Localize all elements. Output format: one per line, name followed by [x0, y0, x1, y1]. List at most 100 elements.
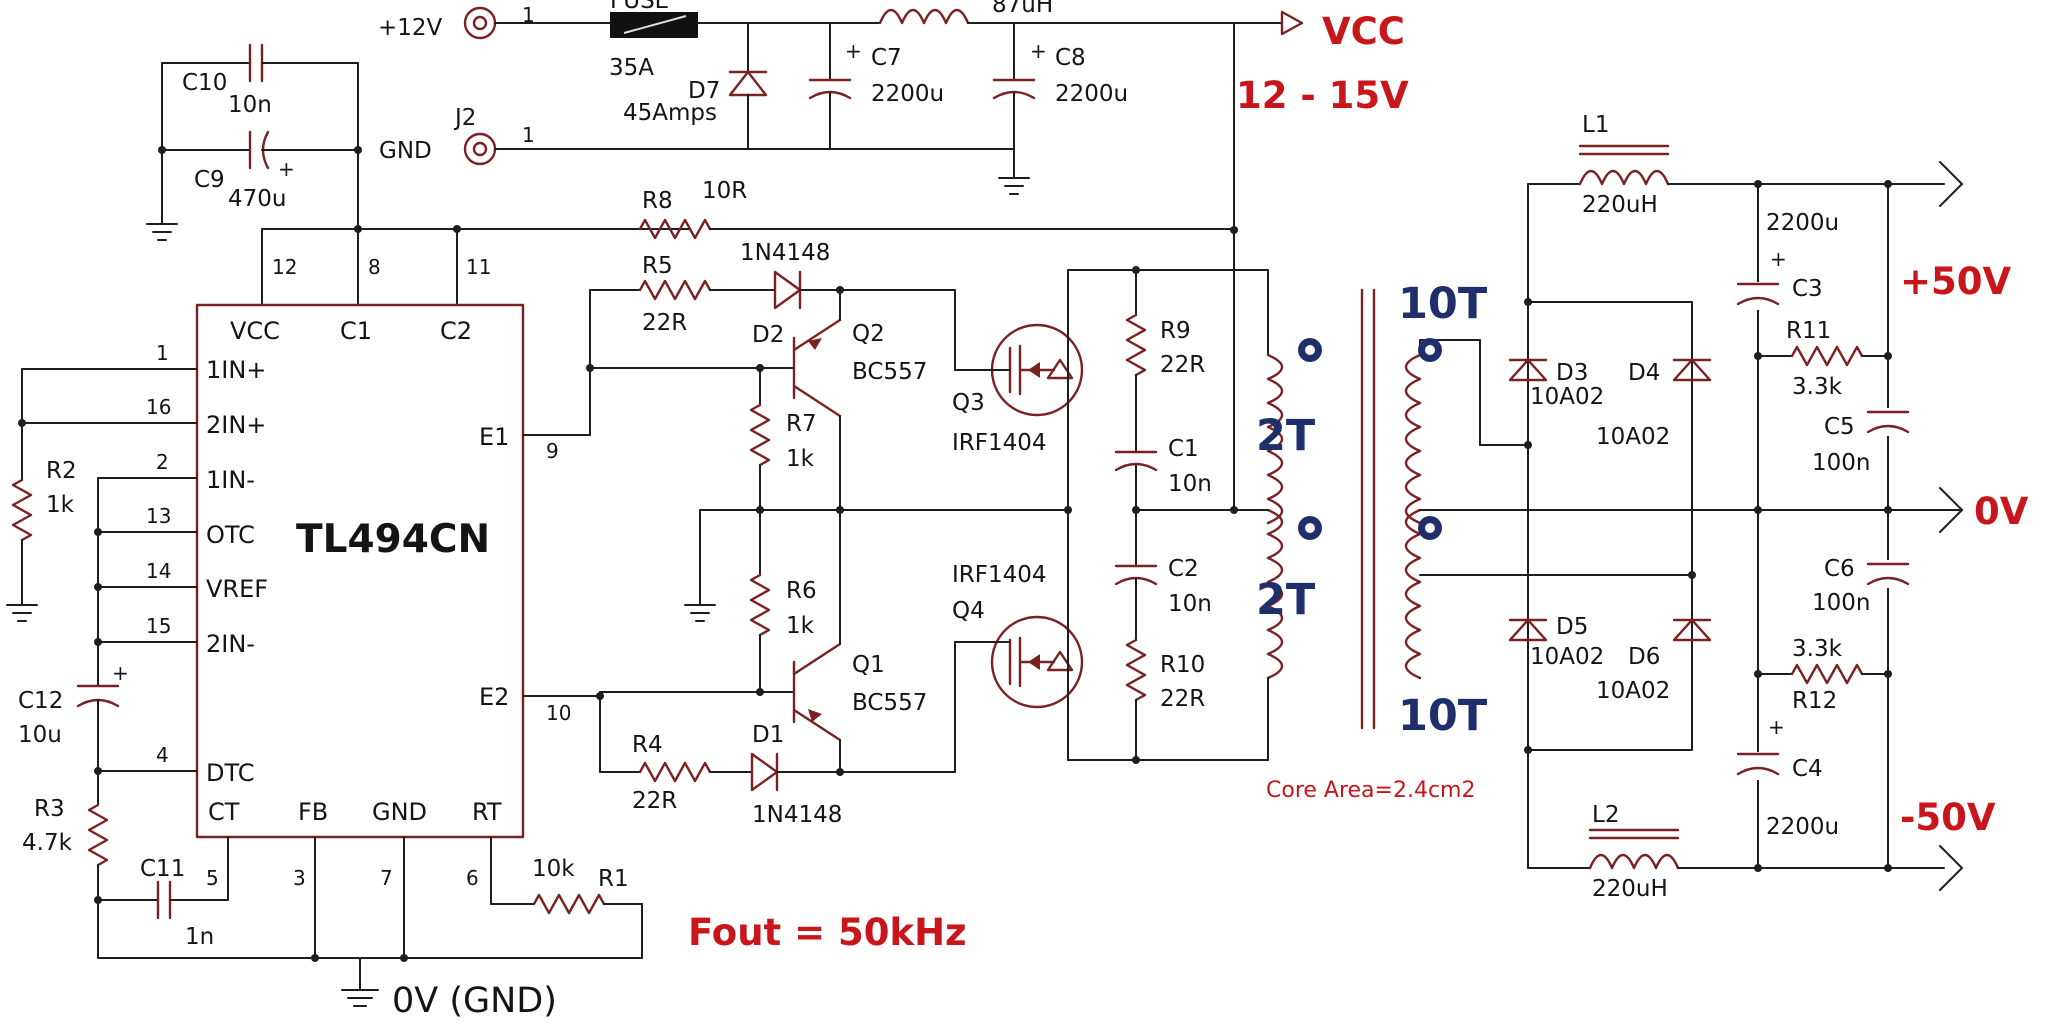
- r2-value: 1k: [46, 492, 75, 518]
- c8-value: 2200u: [1055, 81, 1128, 107]
- junction-r11-l: [1754, 352, 1762, 360]
- junction-mosfet-src: [1064, 506, 1072, 514]
- c4-value: 2200u: [1766, 814, 1839, 840]
- r6-body: [749, 573, 771, 637]
- junction-otc: [94, 528, 102, 536]
- input-section: +12V GND J2 1 1 FUSE 35A 87uH VCC 12 - 1…: [378, 0, 1409, 511]
- q2-value: BC557: [852, 359, 927, 385]
- ic-pin-dtc: DTC: [206, 759, 255, 787]
- r4-label: R4: [632, 732, 663, 758]
- ic-name: TL494CN: [296, 517, 490, 562]
- r12-value: 3.3k: [1792, 636, 1843, 662]
- c2-label: C2: [1168, 556, 1199, 582]
- r4-value: 22R: [632, 788, 677, 814]
- r12-label: R12: [1792, 688, 1837, 714]
- r6-value: 1k: [786, 613, 815, 639]
- j2-pin: 1: [522, 123, 535, 147]
- r8-body: [638, 218, 712, 240]
- pin2-num: 2: [156, 450, 169, 474]
- junction-b4: [1688, 571, 1696, 579]
- junction-right-bot: [1884, 864, 1892, 872]
- pin7-num: 7: [380, 866, 393, 890]
- c12-label: C12: [18, 688, 63, 714]
- q4-circle: [990, 615, 1084, 709]
- junction-d1: [836, 768, 844, 776]
- turns-sec-top: 10T: [1398, 279, 1488, 329]
- j1-pin: 1: [522, 3, 535, 27]
- r5-value: 22R: [642, 310, 687, 336]
- ic-section: C10 10n + C9 470u R8 10R VCC C1 C2 12 8: [6, 43, 1235, 1021]
- c10-value: 10n: [228, 92, 272, 118]
- j1-connector-core: [472, 15, 488, 31]
- q4-value: IRF1404: [952, 562, 1047, 588]
- secondary-bottom-winding: [1404, 508, 1422, 680]
- pin3-num: 3: [293, 866, 306, 890]
- r7-value: 1k: [786, 446, 815, 472]
- ic-pin-c1: C1: [340, 317, 372, 345]
- turns-sec-bot: 10T: [1398, 691, 1488, 741]
- ic-pin-fb: FB: [298, 798, 328, 826]
- fout-label: Fout = 50kHz: [688, 911, 967, 954]
- pin14-num: 14: [146, 559, 171, 583]
- r3-label: R3: [34, 796, 65, 822]
- fuse-element: [623, 15, 687, 34]
- pin13-num: 13: [146, 504, 171, 528]
- l2-coil: [1588, 853, 1680, 870]
- c5-plate-b: [1866, 424, 1910, 434]
- l1-coil: [1578, 169, 1670, 186]
- q4-label: Q4: [952, 598, 985, 624]
- junction-c4-bot: [1754, 864, 1762, 872]
- turns-pri-top: 2T: [1256, 411, 1316, 461]
- out-pos-label: +50V: [1900, 260, 2011, 303]
- arrow-neg: [1939, 845, 1964, 891]
- j2-connector: [463, 132, 497, 166]
- c3-plate-b: [1736, 296, 1780, 306]
- pin8-num: 8: [368, 255, 381, 279]
- c9-value: 470u: [228, 186, 286, 212]
- gnd-in-label: GND: [379, 138, 432, 164]
- r10-label: R10: [1160, 652, 1205, 678]
- d4-label: D4: [1628, 360, 1660, 386]
- mosfet-section: Q3 IRF1404 IRF1404 Q4 R9 22R C1 10n: [952, 266, 1269, 773]
- ic-pin-vref: VREF: [206, 575, 268, 603]
- j2-label: J2: [453, 105, 476, 131]
- ic-pin-gnd: GND: [372, 798, 427, 826]
- d7-value: 45Amps: [623, 100, 717, 126]
- r4-body: [638, 761, 712, 783]
- r9-label: R9: [1160, 318, 1191, 344]
- pin6-num: 6: [466, 866, 479, 890]
- r11-label: R11: [1786, 318, 1831, 344]
- d3-label: D3: [1556, 360, 1588, 386]
- r3-value: 4.7k: [22, 830, 73, 856]
- r7-label: R7: [786, 411, 817, 437]
- c12-plus: +: [112, 661, 129, 685]
- junction-pin11: [453, 225, 461, 233]
- ic-pin-e1: E1: [479, 423, 509, 451]
- d4-body: [1672, 358, 1712, 382]
- ic-pin-2inp: 2IN+: [206, 411, 266, 439]
- dot-pri-top-core: [1305, 345, 1315, 355]
- r11-body: [1790, 345, 1864, 367]
- fuse-value: 35A: [609, 55, 654, 81]
- dot-sec-top-core: [1425, 345, 1435, 355]
- ic-pin-otc: OTC: [206, 521, 255, 549]
- q1-label: Q1: [852, 652, 885, 678]
- q1-arrow: [808, 709, 822, 722]
- r2-body: [11, 478, 33, 542]
- junction-right-top: [1884, 180, 1892, 188]
- c4-gap: [1738, 752, 1778, 780]
- junction-vref: [94, 583, 102, 591]
- ic-pin-e2: E2: [479, 683, 509, 711]
- pin9-num: 9: [546, 439, 559, 463]
- junction-dtc: [94, 767, 102, 775]
- pin16-num: 16: [146, 395, 171, 419]
- q3-label: Q3: [952, 390, 985, 416]
- pin12-num: 12: [272, 255, 297, 279]
- q1-value: BC557: [852, 690, 927, 716]
- d5-body: [1508, 618, 1548, 642]
- arrow-0v: [1939, 487, 1964, 533]
- r2-label: R2: [46, 458, 77, 484]
- d5-value: 10A02: [1530, 644, 1604, 670]
- d1-body: [750, 752, 779, 792]
- r12-body: [1790, 663, 1864, 685]
